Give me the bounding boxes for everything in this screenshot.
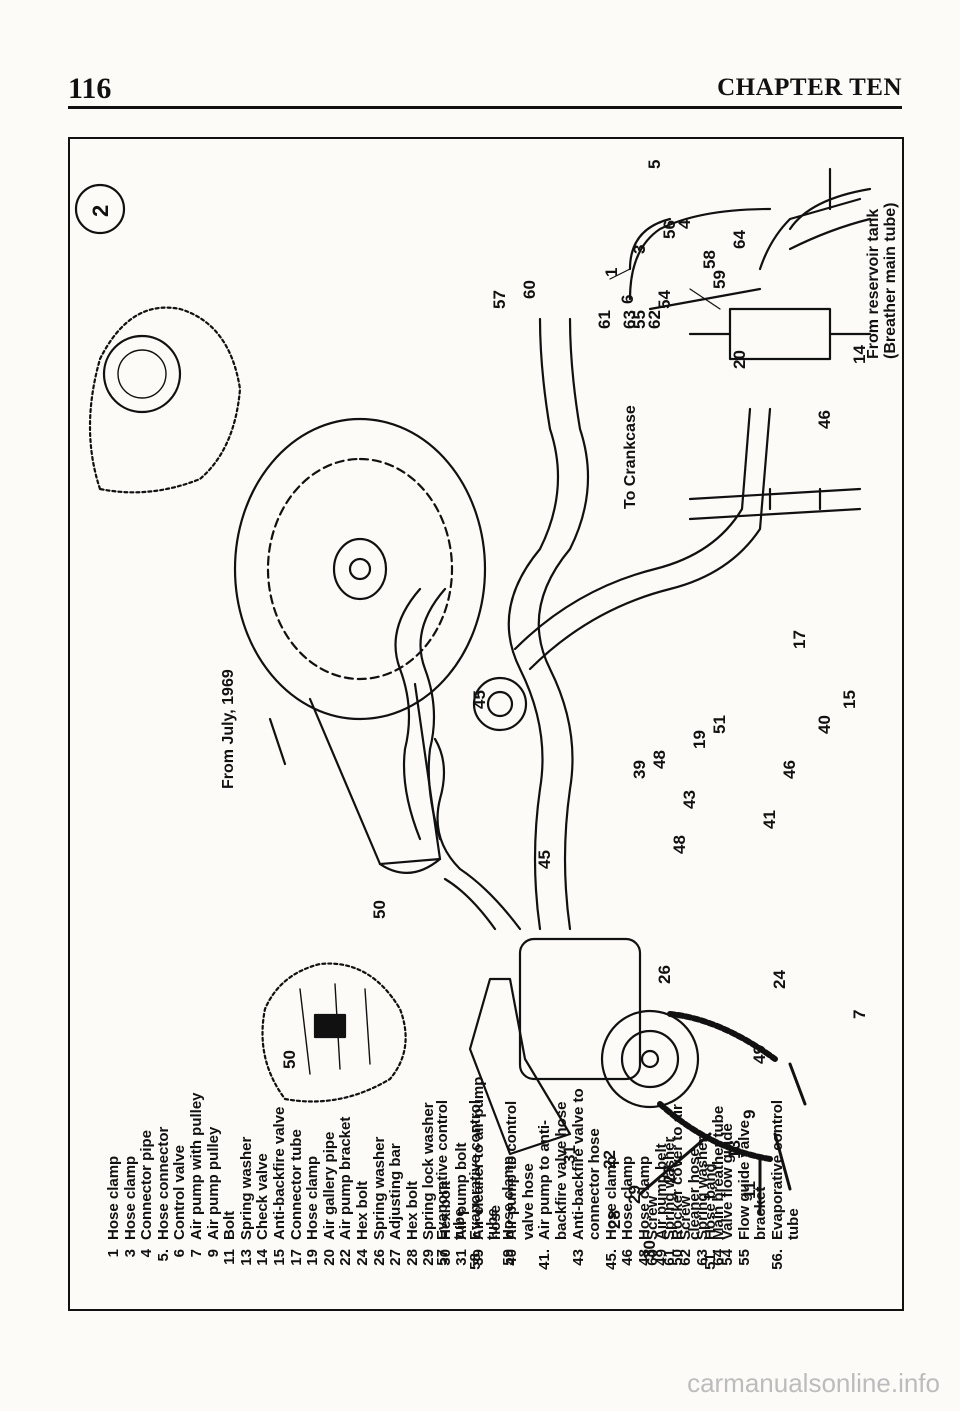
engine-sketch (261, 962, 407, 1103)
callout-1: 1 (602, 267, 621, 277)
callout-62: 62 (645, 310, 664, 329)
callout-27: 27 (660, 1165, 679, 1184)
chapter-title: CHAPTER TEN (717, 74, 902, 101)
callout-14: 14 (850, 345, 869, 364)
callout-5: 5 (645, 159, 664, 169)
air-pump-body (518, 937, 642, 1081)
callout-59: 59 (710, 270, 729, 289)
exploded-diagram (74, 167, 872, 1216)
callout-63: 63 (620, 310, 639, 329)
hose-41 (433, 737, 522, 931)
figure-number-circle (74, 183, 126, 235)
callout-41: 41 (760, 810, 779, 829)
anti-backfire-valve (472, 676, 528, 732)
figure-number: 2 (88, 204, 113, 217)
air-pump-bracket (468, 977, 572, 1156)
label-breather-main: (Breather main tube) (882, 202, 899, 359)
callout-54: 54 (655, 290, 674, 309)
callout-58: 58 (700, 250, 719, 269)
callout-20: 20 (730, 350, 749, 369)
air-cleaner-wingnut (332, 537, 388, 601)
callout-46a: 46 (780, 760, 799, 779)
page-header: 116 CHAPTER TEN (68, 70, 902, 109)
callout-39: 39 (630, 760, 649, 779)
callout-3: 3 (630, 244, 649, 254)
callout-50b: 50 (370, 900, 389, 919)
callout-11: 11 (740, 1181, 759, 1199)
callout-45a: 45 (535, 850, 554, 869)
label-from-reservoir: From reservoir tank (865, 208, 882, 359)
callout-19: 19 (690, 730, 709, 749)
callout-22: 22 (600, 1150, 619, 1169)
hose-40 (507, 317, 560, 931)
callout-7: 7 (850, 1009, 869, 1019)
page-number: 116 (68, 72, 112, 105)
engine-top-sketch (88, 306, 242, 494)
callout-45b: 45 (470, 690, 489, 709)
callout-60: 60 (520, 280, 539, 299)
hose-39 (394, 587, 422, 841)
label-to-crankcase: To Crankcase (622, 405, 639, 509)
check-valve (728, 307, 832, 361)
air-pump-pulley (600, 1009, 700, 1109)
callout-49: 49 (750, 1045, 769, 1064)
air-cleaner-lid (266, 457, 454, 681)
callout-31: 31 (560, 1145, 579, 1164)
callout-15: 15 (840, 690, 859, 709)
callout-48a: 48 (670, 835, 689, 854)
callout-40: 40 (815, 715, 834, 734)
callout-28: 28 (605, 1210, 624, 1229)
connector-tube (528, 407, 772, 671)
callout-24: 24 (770, 970, 789, 989)
air-cleaner-housing (233, 417, 487, 721)
callout-51: 51 (710, 715, 729, 734)
callout-50a: 50 (280, 1050, 299, 1069)
watermark: carmanualsonline.info (687, 1368, 940, 1398)
callout-57: 57 (490, 290, 509, 309)
label-from-july: From July, 1969 (220, 669, 237, 789)
callout-6: 6 (618, 294, 637, 304)
air-pump-belt (657, 1011, 778, 1162)
air-cleaner-snorkel (308, 682, 442, 866)
callout-26: 26 (655, 965, 674, 984)
callout-61: 61 (595, 310, 614, 329)
callout-43: 43 (680, 790, 699, 809)
callout-48b: 48 (650, 750, 669, 769)
callout-30: 30 (640, 1240, 659, 1259)
callout-29: 29 (625, 1185, 644, 1204)
callout-64: 64 (730, 230, 749, 249)
callout-46b: 46 (815, 410, 834, 429)
air-gallery-pipe (688, 487, 862, 521)
hose-upper-right (628, 207, 772, 301)
callout-9: 9 (740, 1109, 759, 1119)
callout-13: 13 (725, 1140, 744, 1159)
callout-17: 17 (790, 630, 809, 649)
callout-56: 56 (660, 220, 679, 239)
